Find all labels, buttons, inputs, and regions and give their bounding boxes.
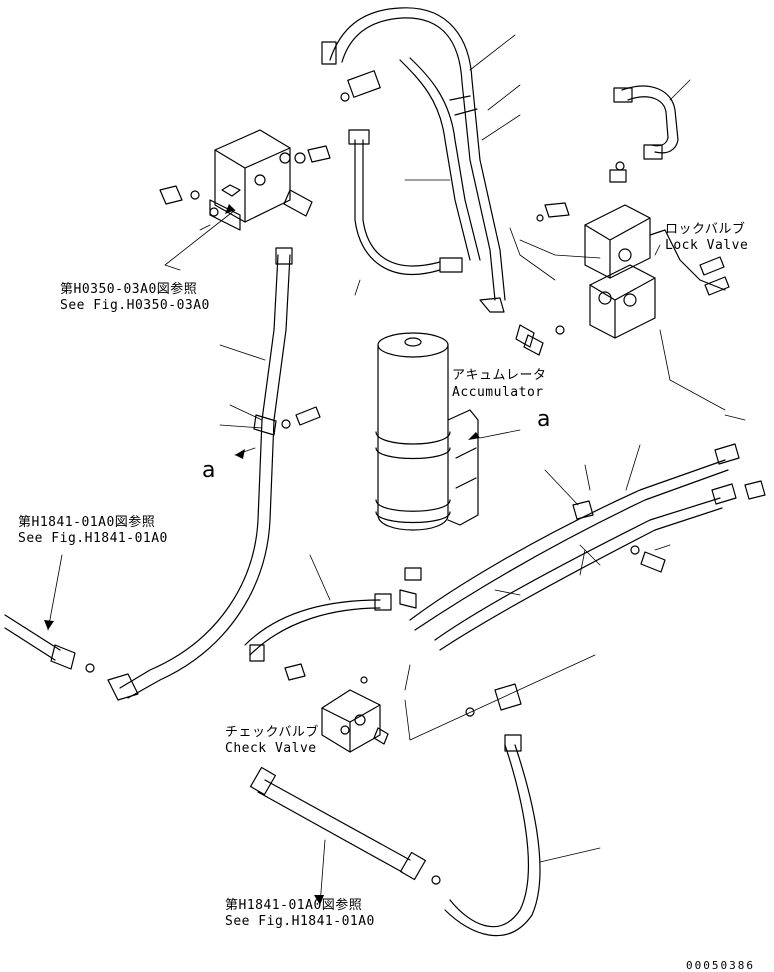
check-valve-jp: チェックバルブ [225, 725, 319, 740]
lock-valve-jp: ロックバルブ [665, 222, 746, 237]
control-valve-block [159, 129, 331, 231]
ref-left-jp: 第H1841-01A0図参照 [18, 515, 156, 530]
ref-bottom-jp: 第H1841-01A0図参照 [225, 898, 363, 913]
view-a-right: a [537, 407, 551, 432]
bottom-hose [444, 683, 541, 937]
left-long-hose [107, 247, 321, 701]
leader-lines [47, 34, 746, 906]
lock-valve-assembly [523, 202, 730, 356]
accumulator-jp: アキュムレータ [452, 368, 547, 383]
arrowheads [44, 204, 480, 905]
view-a-left: a [202, 458, 216, 483]
left-short-pipe [4, 614, 95, 673]
middle-hose [348, 129, 463, 275]
ref-left-en: See Fig.H1841-01A0 [18, 531, 168, 546]
check-valve-en: Check Valve [225, 741, 317, 756]
check-valve-assembly [244, 593, 392, 753]
ref-bottom-en: See Fig.H1841-01A0 [225, 914, 375, 929]
drawing-number: 00050386 [686, 959, 755, 972]
ref-top-en: See Fig.H0350-03A0 [60, 298, 210, 313]
accumulator-en: Accumulator [452, 385, 544, 400]
lock-valve-en: Lock Valve [665, 238, 749, 253]
upper-left-hose [321, 7, 535, 348]
upper-middle-hose [340, 57, 481, 261]
accumulator [375, 332, 479, 609]
upper-right-hose [609, 85, 679, 183]
ref-top-jp: 第H0350-03A0図参照 [60, 282, 198, 297]
bottom-pipe [249, 766, 441, 885]
lower-hose-group [409, 443, 766, 651]
